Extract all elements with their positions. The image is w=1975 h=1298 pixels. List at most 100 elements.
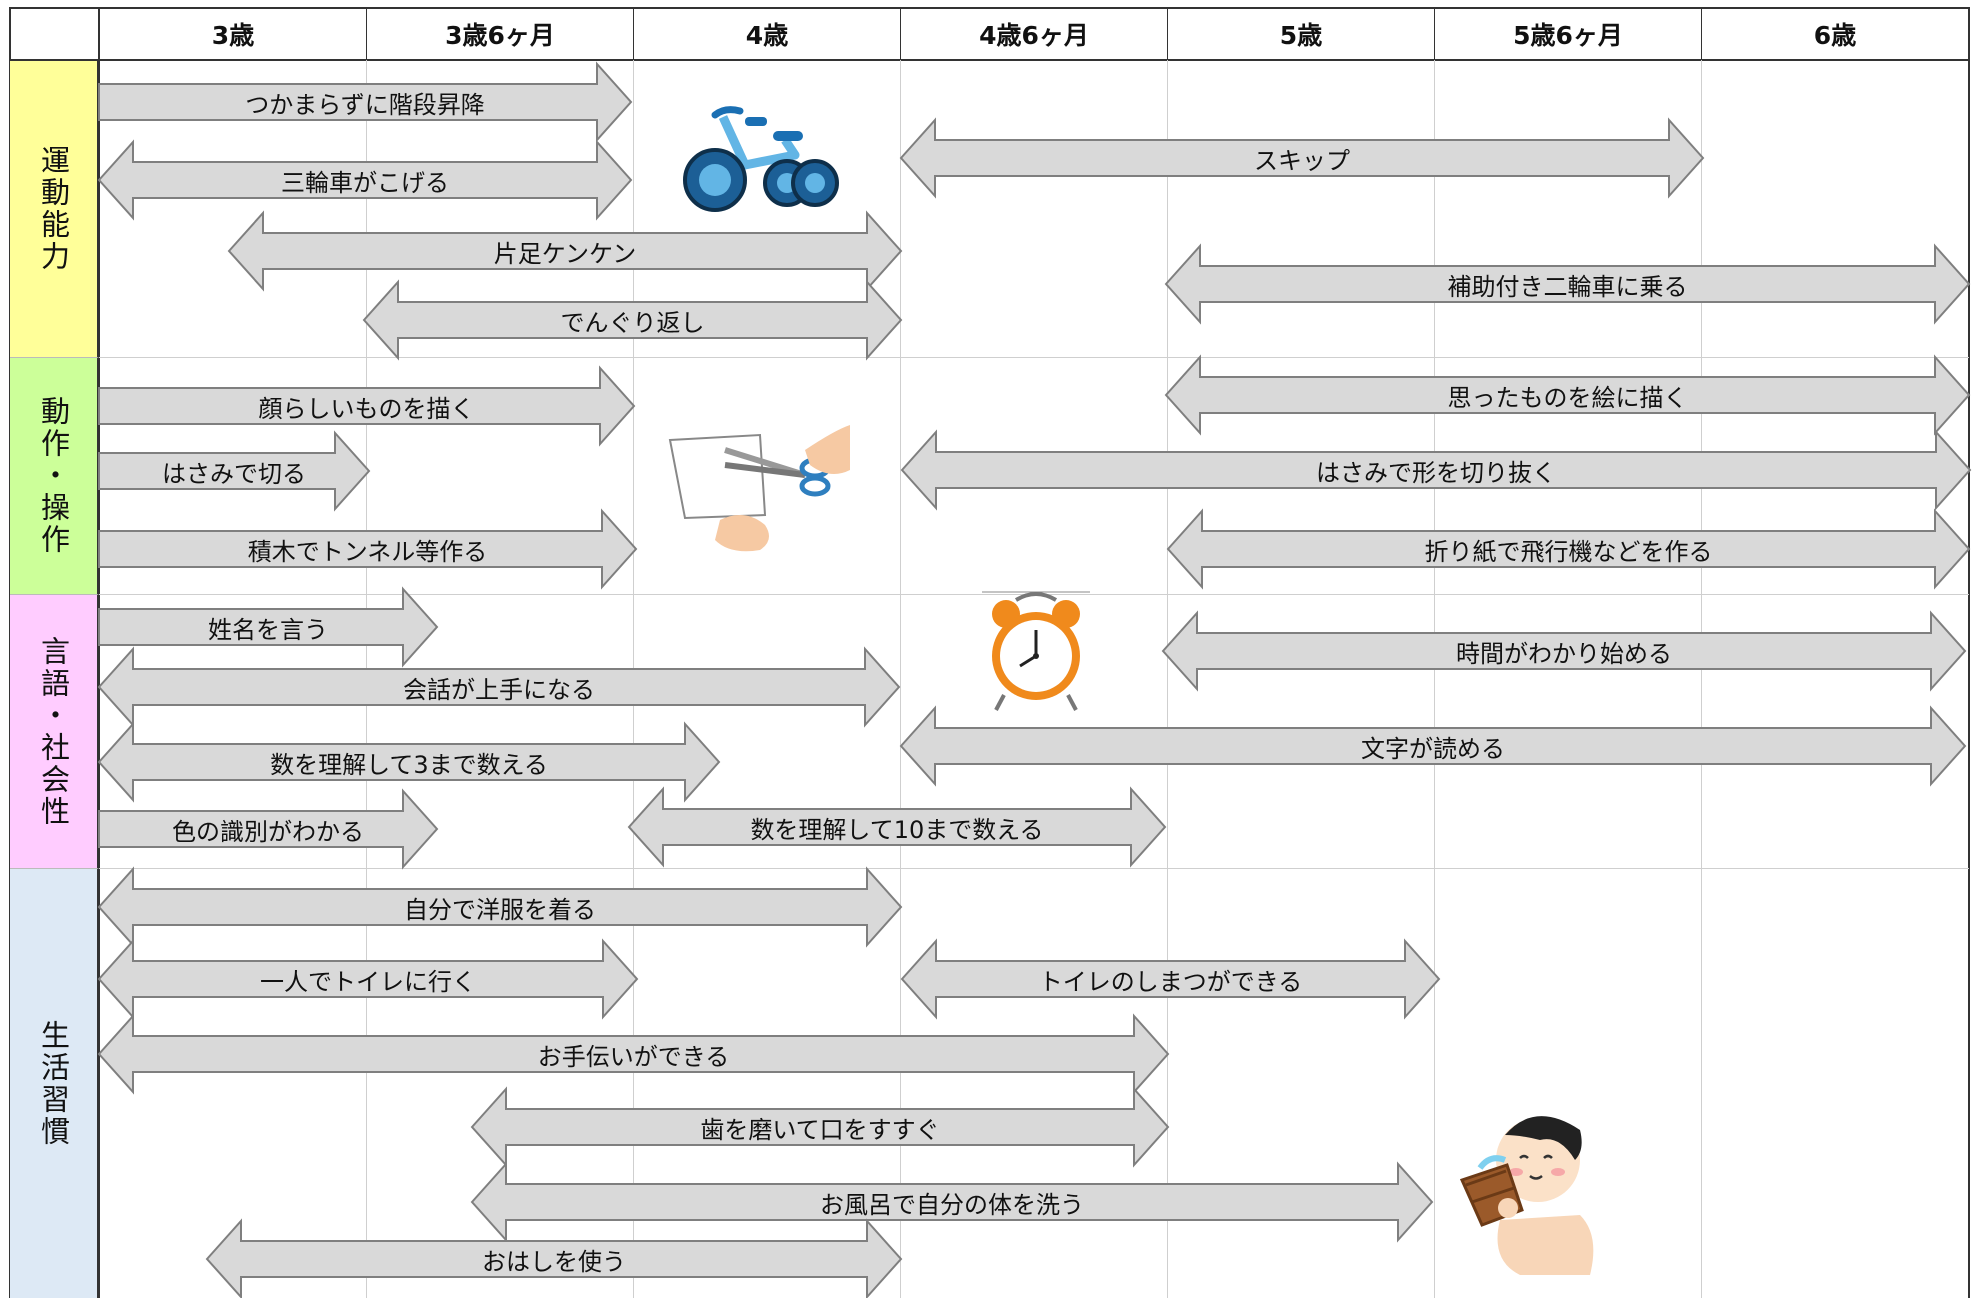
header-divider [366, 8, 367, 60]
arrow-body [98, 508, 638, 590]
arrow-shape [470, 1086, 1170, 1168]
milestone-label: おはしを使う [482, 1247, 626, 1276]
header-divider [900, 8, 901, 60]
arrow-body [362, 279, 903, 361]
milestone-arrow: 補助付き二輪車に乗る [1164, 243, 1971, 325]
milestone-label: でんぐり返し [560, 308, 705, 337]
milestone-arrow: 文字が読める [899, 705, 1967, 787]
grid-line [900, 60, 901, 1298]
milestone-label: 時間がわかり始める [1456, 639, 1672, 668]
milestone-label: 顔らしいものを描く [258, 394, 475, 423]
arrow-shape [98, 788, 439, 870]
milestone-arrow: 積木でトンネル等作る [98, 508, 638, 590]
arrow-body [98, 788, 439, 870]
tricycle-illustration [683, 106, 839, 212]
arrow-body [1164, 243, 1971, 325]
arrow-shape [1164, 243, 1971, 325]
milestone-arrow: 数を理解して10まで数える [627, 786, 1167, 868]
arrow-shape [900, 938, 1441, 1020]
arrow-shape [227, 210, 903, 292]
section-divider [99, 357, 1969, 358]
arrow-body [470, 1161, 1434, 1243]
arrow-shape [1161, 610, 1967, 692]
milestone-label: 自分で洋服を着る [404, 895, 596, 924]
arrow-shape [98, 586, 439, 668]
milestone-label: はさみで形を切り抜く [1316, 458, 1556, 487]
arrow-shape [97, 139, 633, 221]
milestone-label: 思ったものを絵に描く [1447, 383, 1688, 412]
milestone-arrow: 会話が上手になる [97, 646, 901, 728]
milestone-label: 折り紙で飛行機などを作る [1424, 537, 1713, 566]
section-divider [99, 868, 1969, 869]
milestone-arrow: お手伝いができる [97, 1013, 1170, 1095]
arrow-body [97, 1013, 1170, 1095]
category-label: 運動能力 [36, 145, 71, 273]
milestone-arrow: 時間がわかり始める [1161, 610, 1967, 692]
milestone-arrow: 片足ケンケン [227, 210, 903, 292]
column-header-5y: 5歳 [1279, 21, 1323, 50]
arrow-body [98, 365, 636, 447]
scissors-illustration [668, 425, 850, 552]
milestone-label: 数を理解して3まで数える [270, 750, 548, 779]
category-manipulation: 動作・操作 [10, 358, 99, 595]
arrow-shape [205, 1218, 903, 1298]
child-bathing-illustration [1460, 1116, 1594, 1275]
milestone-label: 姓名を言う [208, 615, 328, 644]
milestone-arrow: 三輪車がこげる [97, 139, 633, 221]
category-label: 動作・操作 [36, 396, 71, 556]
arrow-body [900, 938, 1441, 1020]
arrow-body [205, 1218, 903, 1298]
arrow-shape [97, 938, 639, 1020]
alarm-clock-illustration [982, 591, 1090, 711]
column-header-4y6m: 4歳6ヶ月 [979, 21, 1089, 50]
grid-line [1167, 60, 1168, 1298]
arrow-body [97, 938, 639, 1020]
arrow-body [98, 430, 371, 512]
grid-line [1434, 60, 1435, 1298]
milestone-arrow: 色の識別がわかる [98, 788, 439, 870]
milestone-label: 会話が上手になる [403, 675, 595, 704]
milestone-label: 文字が読める [1361, 734, 1505, 763]
grid-line [1701, 60, 1702, 1298]
arrow-body [97, 646, 901, 728]
milestone-label: 補助付き二輪車に乗る [1447, 272, 1688, 301]
column-header-4y: 4歳 [745, 21, 789, 50]
category-motor: 運動能力 [10, 61, 99, 358]
arrow-shape [899, 117, 1705, 199]
milestone-label: つかまらずに階段昇降 [245, 90, 485, 119]
milestone-arrow: 思ったものを絵に描く [1164, 354, 1971, 436]
milestone-arrow: 折り紙で飛行機などを作る [1166, 508, 1971, 590]
category-language: 言語・社会性 [10, 595, 99, 869]
milestone-arrow: 顔らしいものを描く [98, 365, 636, 447]
arrow-shape [98, 61, 633, 143]
milestone-label: 一人でトイレに行く [260, 967, 476, 996]
arrow-shape [1166, 508, 1971, 590]
milestone-label: お風呂で自分の体を洗う [820, 1190, 1084, 1219]
arrow-shape [97, 866, 903, 948]
milestone-label: スキップ [1254, 146, 1350, 175]
milestone-label: 色の識別がわかる [172, 817, 364, 846]
milestone-arrow: 歯を磨いて口をすすぐ [470, 1086, 1170, 1168]
milestone-arrow: お風呂で自分の体を洗う [470, 1161, 1434, 1243]
arrow-shape [98, 430, 371, 512]
milestone-arrow: おはしを使う [205, 1218, 903, 1298]
header-divider [98, 8, 100, 1298]
arrow-shape [97, 721, 721, 803]
arrow-body [227, 210, 903, 292]
header-divider [1167, 8, 1168, 60]
arrow-body [98, 61, 633, 143]
arrow-body [627, 786, 1167, 868]
milestone-label: 数を理解して10まで数える [750, 815, 1044, 844]
column-header-3y: 3歳 [211, 21, 255, 50]
arrow-shape [97, 1013, 1170, 1095]
arrow-shape [362, 279, 903, 361]
column-header-3y6m: 3歳6ヶ月 [445, 21, 555, 50]
milestone-arrow: 姓名を言う [98, 586, 439, 668]
category-habits: 生活習慣 [10, 869, 99, 1298]
header-bottom-border [9, 59, 1970, 61]
arrow-shape [97, 646, 901, 728]
milestone-arrow: 自分で洋服を着る [97, 866, 903, 948]
arrow-body [899, 117, 1705, 199]
milestone-label: お手伝いができる [537, 1042, 730, 1071]
milestone-arrow: 数を理解して3まで数える [97, 721, 721, 803]
